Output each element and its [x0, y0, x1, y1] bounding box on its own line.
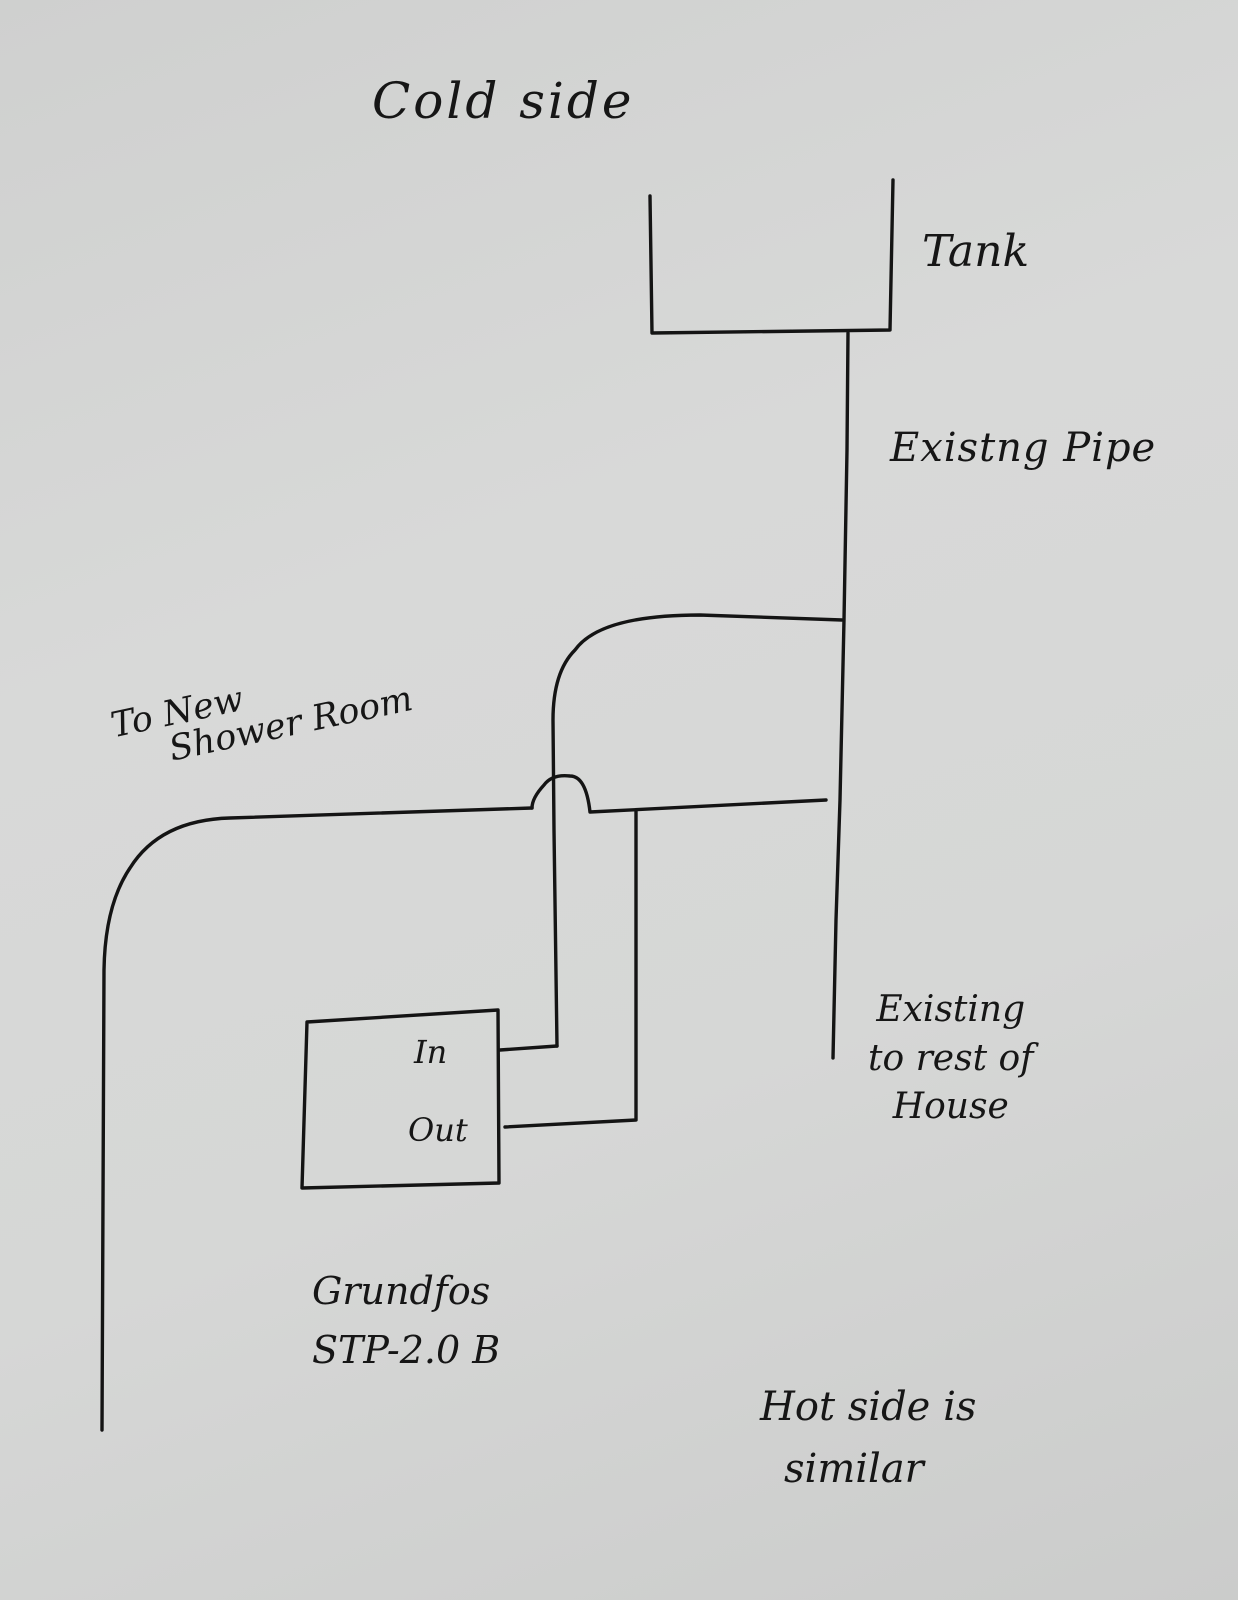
shower-room-pipe — [100, 806, 534, 1432]
tank-outline — [648, 178, 895, 335]
hot-side-note: Hot side is similar — [760, 1376, 976, 1500]
existing-label-line-3: House — [892, 1086, 1009, 1128]
hot-note-line-2: similar — [784, 1446, 924, 1492]
existing-to-house-label: Existing to rest of House — [868, 986, 1033, 1132]
pump-out-label: Out — [408, 1111, 468, 1149]
pump-return-line — [530, 774, 828, 814]
pump-in-label: In — [414, 1033, 448, 1071]
existing-label-line-1: Existing — [876, 989, 1026, 1030]
diagram-title: Cold side — [372, 72, 635, 130]
tee-to-pump-inlet — [551, 613, 844, 1048]
existing-label-line-2: to rest of — [868, 1037, 1034, 1079]
pump-brand: Grundfos — [312, 1269, 491, 1313]
pump-model: STP-2.0 B — [312, 1327, 501, 1372]
pump-outlet-line — [503, 808, 638, 1129]
existing-main-pipe — [831, 331, 850, 1060]
pump-inlet-connector — [498, 1044, 559, 1052]
pump-box — [300, 1008, 501, 1190]
tank-label: Tank — [922, 226, 1030, 277]
existing-pipe-label: Existng Pipe — [890, 425, 1157, 471]
hot-note-line-1: Hot side is — [760, 1384, 977, 1430]
pump-model-label: Grundfos STP-2.0 B — [312, 1262, 500, 1380]
